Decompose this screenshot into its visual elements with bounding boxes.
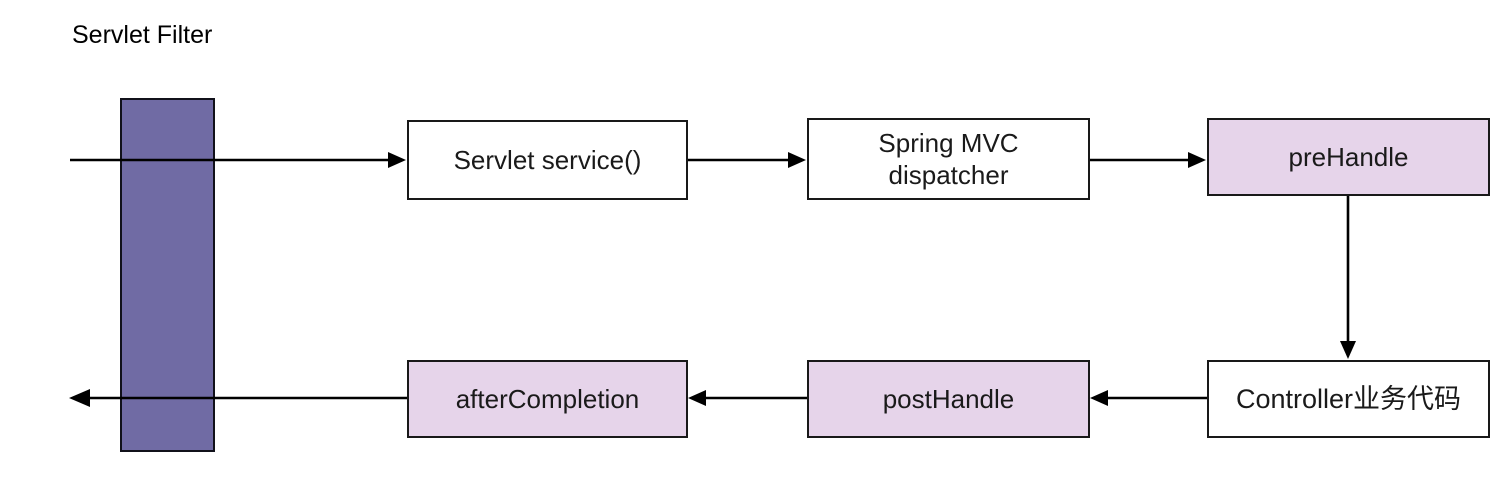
node-servlet-service-label: Servlet service() xyxy=(453,145,642,175)
edge-servlet-to-dispatcher xyxy=(688,152,806,168)
node-aftercompletion[interactable]: afterCompletion xyxy=(407,360,688,438)
node-spring-mvc-dispatcher[interactable]: Spring MVC dispatcher xyxy=(807,118,1090,200)
page-title: Servlet Filter xyxy=(72,21,213,49)
edge-dispatcher-to-prehandle xyxy=(1090,152,1206,168)
node-aftercompletion-label: afterCompletion xyxy=(455,384,640,414)
node-spring-mvc-dispatcher-label: Spring MVC dispatcher xyxy=(878,128,1019,190)
node-posthandle-label: postHandle xyxy=(882,384,1015,414)
node-posthandle[interactable]: postHandle xyxy=(807,360,1090,438)
edge-prehandle-to-controller xyxy=(1340,196,1356,359)
node-prehandle[interactable]: preHandle xyxy=(1207,118,1490,196)
node-prehandle-label: preHandle xyxy=(1288,142,1409,172)
node-servlet-service[interactable]: Servlet service() xyxy=(407,120,688,200)
edge-controller-to-posthandle xyxy=(1090,390,1207,406)
node-controller-label: Controller业务代码 xyxy=(1235,384,1462,414)
servlet-filter-bar xyxy=(120,98,215,452)
node-controller[interactable]: Controller业务代码 xyxy=(1207,360,1490,438)
edge-posthandle-to-aftercompletion xyxy=(688,390,807,406)
